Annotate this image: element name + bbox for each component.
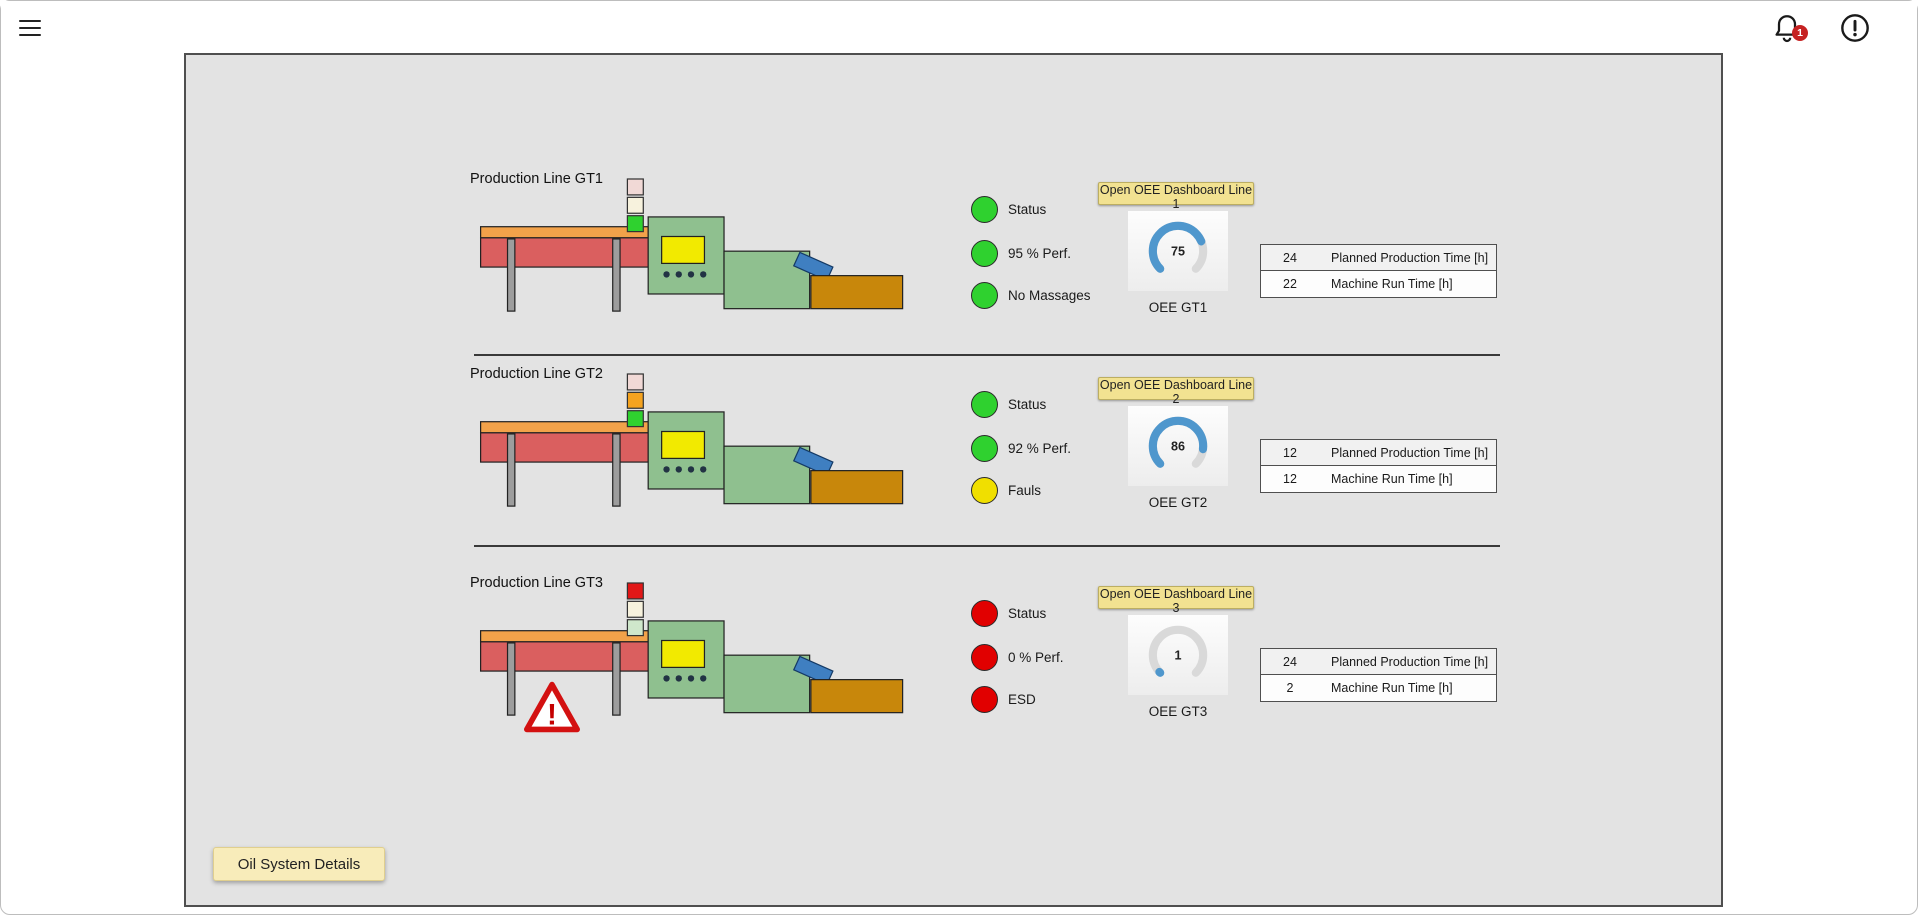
esd-indicator: ESD — [971, 686, 1036, 713]
traffic-light-green — [626, 215, 644, 233]
production-line-section-gt1: Production Line GT1 Status — [186, 171, 1721, 366]
message-indicator: Fauls — [971, 477, 1041, 504]
message-indicator: No Massages — [971, 282, 1091, 309]
line-title: Production Line GT3 — [470, 575, 603, 591]
menu-button[interactable] — [19, 15, 49, 41]
oil-system-details-button[interactable]: Oil System Details — [213, 847, 385, 881]
traffic-light-yellow — [626, 600, 644, 618]
table-value: 2 — [1286, 681, 1294, 695]
traffic-light-yellow — [626, 391, 644, 409]
production-line-section-gt2: Production Line GT2 Status — [186, 366, 1721, 561]
status-indicator: Status — [971, 391, 1046, 418]
section-divider — [474, 545, 1500, 547]
indicator-label: Status — [1008, 202, 1047, 217]
table-row: 2 Machine Run Time [h] — [1261, 675, 1496, 701]
table-value: 12 — [1283, 445, 1297, 460]
table-value: 22 — [1283, 277, 1297, 291]
table-value: 24 — [1283, 250, 1297, 265]
alerts-button[interactable] — [1839, 12, 1871, 44]
status-led — [971, 240, 998, 267]
indicator-label: No Massages — [1008, 288, 1091, 303]
table-row: 12 Planned Production Time [h] — [1261, 440, 1496, 466]
open-oee-dashboard-button[interactable]: Open OEE Dashboard Line 1 — [1098, 182, 1254, 211]
performance-indicator: 95 % Perf. — [971, 240, 1071, 267]
hamburger-icon — [19, 26, 41, 30]
table-value: 24 — [1283, 654, 1297, 669]
oee-gauge-label: OEE GT3 — [1148, 704, 1208, 719]
table-row: 22 Machine Run Time [h] — [1261, 271, 1496, 297]
status-led — [971, 282, 998, 309]
production-time-table: 12 Planned Production Time [h] 12 Machin… — [1260, 439, 1497, 493]
warning-triangle-icon: ! — [524, 679, 580, 735]
status-led — [971, 600, 998, 627]
machine-graphic — [478, 373, 904, 511]
open-oee-dashboard-button[interactable]: Open OEE Dashboard Line 3 — [1098, 586, 1254, 615]
indicator-label: 0 % Perf. — [1008, 650, 1064, 665]
indicator-label: Fauls — [1008, 483, 1042, 498]
line-title: Production Line GT1 — [470, 171, 603, 187]
section-divider — [474, 354, 1500, 356]
error-outline-icon — [1841, 14, 1869, 42]
traffic-light-yellow — [626, 196, 644, 214]
machine-screen — [661, 430, 706, 460]
table-label: Machine Run Time [h] — [1331, 681, 1453, 695]
traffic-light-green — [626, 619, 644, 637]
oee-gauge-label: OEE GT2 — [1148, 495, 1208, 510]
indicator-label: 92 % Perf. — [1008, 441, 1072, 456]
machine-graphic — [478, 582, 904, 720]
machine-screen — [661, 235, 706, 265]
line-title: Production Line GT2 — [470, 366, 603, 382]
oee-gauge-label: OEE GT1 — [1148, 300, 1208, 315]
table-value: 12 — [1283, 472, 1297, 486]
traffic-light-green — [626, 410, 644, 428]
status-indicator: Status — [971, 196, 1046, 223]
gauge-value: 86 — [1171, 439, 1185, 453]
table-row: 12 Machine Run Time [h] — [1261, 466, 1496, 492]
table-label: Planned Production Time [h] — [1331, 654, 1489, 669]
notifications-button[interactable] — [1771, 12, 1803, 44]
status-led — [971, 686, 998, 713]
table-label: Machine Run Time [h] — [1331, 277, 1453, 291]
indicator-label: Status — [1008, 606, 1047, 621]
hamburger-icon — [19, 19, 41, 23]
table-label: Planned Production Time [h] — [1331, 445, 1489, 460]
machine-screen — [661, 639, 706, 669]
indicator-label: 95 % Perf. — [1008, 246, 1072, 261]
table-row: 24 Planned Production Time [h] — [1261, 649, 1496, 675]
status-indicator: Status — [971, 600, 1046, 627]
oee-gauge: 86 — [1128, 406, 1228, 486]
traffic-light-red — [626, 178, 644, 196]
production-time-table: 24 Planned Production Time [h] 22 Machin… — [1260, 244, 1497, 298]
hamburger-icon — [19, 33, 41, 37]
gauge-value: 75 — [1171, 244, 1185, 258]
production-line-section-gt3: Production Line GT3 ! — [186, 575, 1721, 770]
open-oee-dashboard-button[interactable]: Open OEE Dashboard Line 2 — [1098, 377, 1254, 406]
status-led — [971, 196, 998, 223]
table-label: Planned Production Time [h] — [1331, 250, 1489, 265]
oee-gauge: 1 — [1128, 615, 1228, 695]
performance-indicator: 92 % Perf. — [971, 435, 1071, 462]
traffic-light-red — [626, 373, 644, 391]
svg-text:!: ! — [547, 699, 557, 732]
table-row: 24 Planned Production Time [h] — [1261, 245, 1496, 271]
machine-graphic — [478, 178, 904, 316]
bell-icon — [1775, 15, 1799, 42]
topbar: 1 — [1, 1, 1917, 53]
oee-gauge: 75 — [1128, 211, 1228, 291]
indicator-label: Status — [1008, 397, 1047, 412]
status-led — [971, 477, 998, 504]
status-led — [971, 391, 998, 418]
table-label: Machine Run Time [h] — [1331, 472, 1453, 486]
indicator-label: ESD — [1008, 692, 1036, 707]
notification-badge: 1 — [1792, 25, 1808, 41]
production-time-table: 24 Planned Production Time [h] 2 Machine… — [1260, 648, 1497, 702]
traffic-light-red — [626, 582, 644, 600]
status-led — [971, 435, 998, 462]
scada-main-panel: Production Line GT1 Status — [184, 53, 1723, 907]
performance-indicator: 0 % Perf. — [971, 644, 1064, 671]
status-led — [971, 644, 998, 671]
gauge-value: 1 — [1175, 648, 1182, 662]
